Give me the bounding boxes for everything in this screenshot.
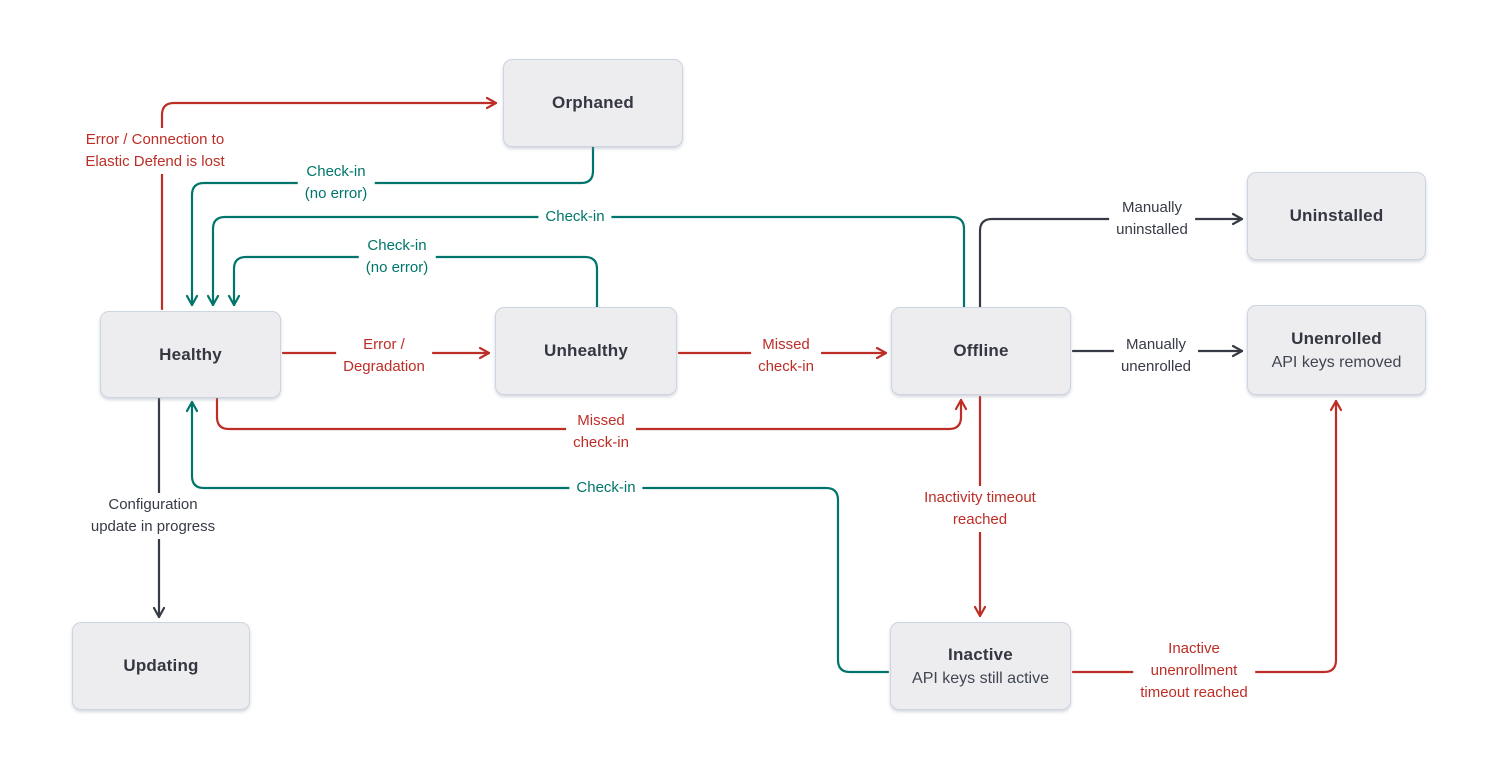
edge-orphaned-to-healthy xyxy=(185,145,595,307)
edge-inactive-to-unenrolled xyxy=(1071,399,1343,674)
edge-label-offline-to-inactive: Inactivity timeout reached xyxy=(917,486,1043,532)
edge-label-unhealthy-to-healthy: Check-in (no error) xyxy=(358,234,436,280)
node-unhealthy: Unhealthy xyxy=(495,307,677,395)
node-updating: Updating xyxy=(72,622,250,710)
node-uninstalled-label: Uninstalled xyxy=(1289,206,1384,225)
edge-label-healthy-to-updating: Configuration update in progress xyxy=(83,493,223,539)
edge-label-inactive-to-healthy: Check-in xyxy=(569,476,643,500)
node-inactive-sublabel: API keys still active xyxy=(912,669,1049,687)
edge-inactive-to-healthy xyxy=(185,400,890,674)
edge-healthy-to-orphaned xyxy=(160,96,498,311)
edge-label-unhealthy-to-offline: Missed check-in xyxy=(751,333,821,379)
edge-label-inactive-to-unenrolled: Inactive unenrollment timeout reached xyxy=(1133,637,1255,705)
edge-offline-to-uninstalled xyxy=(978,212,1244,309)
node-orphaned: Orphaned xyxy=(503,59,683,147)
edge-label-offline-to-unenrolled: Manually unenrolled xyxy=(1113,333,1199,379)
edge-label-healthy-to-offline: Missed check-in xyxy=(566,409,636,455)
node-healthy: Healthy xyxy=(100,311,281,398)
node-offline-label: Offline xyxy=(953,341,1009,360)
edge-label-offline-to-uninstalled: Manually uninstalled xyxy=(1109,196,1195,242)
node-offline: Offline xyxy=(891,307,1071,395)
edge-label-healthy-to-unhealthy: Error / Degradation xyxy=(336,333,432,379)
node-uninstalled: Uninstalled xyxy=(1247,172,1426,260)
edge-offline-to-healthy xyxy=(206,215,966,309)
node-unenrolled-label: Unenrolled xyxy=(1291,328,1382,348)
node-unenrolled: Unenrolled API keys removed xyxy=(1247,305,1426,395)
node-updating-label: Updating xyxy=(123,656,199,675)
node-healthy-label: Healthy xyxy=(159,344,222,364)
node-unhealthy-label: Unhealthy xyxy=(544,341,628,360)
node-inactive-label: Inactive xyxy=(948,644,1013,664)
node-orphaned-label: Orphaned xyxy=(552,93,634,112)
edge-label-orphaned-to-healthy: Check-in (no error) xyxy=(297,160,375,206)
node-inactive: Inactive API keys still active xyxy=(890,622,1071,710)
edge-label-healthy-to-orphaned: Error / Connection to Elastic Defend is … xyxy=(78,128,232,174)
edge-label-offline-to-healthy: Check-in xyxy=(538,205,612,229)
node-unenrolled-sublabel: API keys removed xyxy=(1271,353,1402,371)
